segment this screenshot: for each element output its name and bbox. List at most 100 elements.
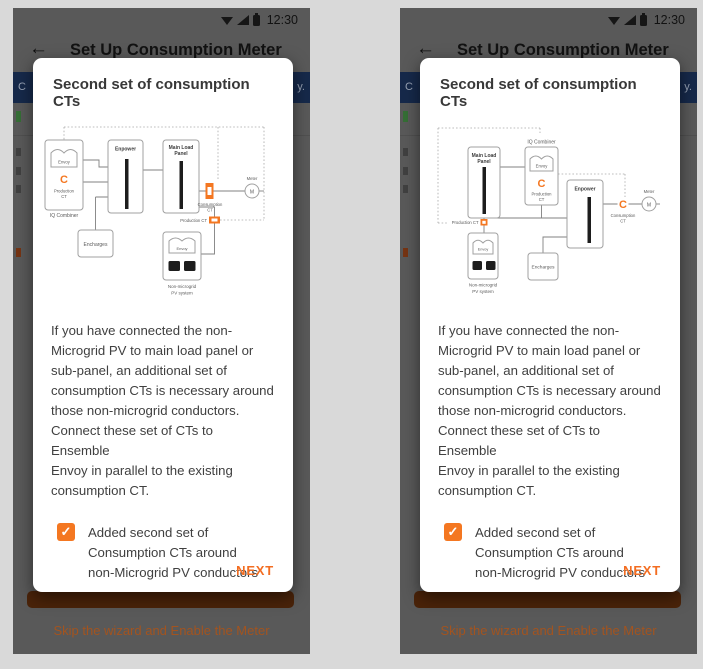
- svg-text:Envoy: Envoy: [478, 248, 489, 252]
- pv-system-box: [467, 232, 499, 280]
- banner-text-fragment-left: C: [405, 81, 413, 93]
- battery-icon: [639, 13, 647, 26]
- svg-text:Envoy: Envoy: [58, 160, 71, 165]
- svg-text:Envoy: Envoy: [536, 164, 549, 169]
- envoy-box: [472, 239, 494, 255]
- banner-text-fragment-left: C: [18, 81, 26, 93]
- next-button[interactable]: NEXT: [623, 563, 661, 578]
- cellular-signal-icon: [236, 15, 249, 25]
- checkbox-label: Added second set of Consumption CTs arou…: [88, 525, 259, 580]
- encharges-box: [527, 252, 559, 281]
- enpower-box: [566, 179, 604, 249]
- pv-module-icon: [486, 261, 496, 270]
- wiring-diagram-variant-a: Envoy C Production CT IQ Combiner Enpowe…: [44, 126, 265, 296]
- svg-text:CT: CT: [61, 194, 67, 199]
- svg-text:Production CT: Production CT: [452, 220, 479, 225]
- svg-text:Panel: Panel: [174, 151, 188, 157]
- svg-text:Enpower: Enpower: [574, 187, 595, 193]
- back-arrow-icon[interactable]: ←: [416, 38, 435, 59]
- svg-text:Main Load: Main Load: [169, 145, 194, 151]
- pv-module-icon: [184, 261, 196, 271]
- svg-text:Production CT: Production CT: [180, 218, 207, 223]
- svg-text:Non-microgrid: Non-microgrid: [168, 284, 197, 289]
- svg-text:CT: CT: [539, 197, 545, 202]
- svg-text:Panel: Panel: [477, 159, 491, 165]
- status-time: 12:30: [653, 13, 685, 27]
- banner-text-fragment-right: y.: [297, 81, 305, 93]
- checkbox-row: ✓ Added second set of Consumption CTs ar…: [57, 523, 273, 583]
- ct-symbols: [480, 198, 629, 226]
- second-ct-dialog: Second set of consumption CTs: [420, 58, 680, 592]
- ct-clamp-glyph: C: [619, 199, 627, 211]
- svg-text:CT: CT: [620, 219, 626, 224]
- dimmed-green-status-fragment: [403, 111, 408, 122]
- added-cts-checkbox[interactable]: ✓: [57, 523, 75, 541]
- diagram-labels: Main Load Panel Production CT Envoy Non-…: [452, 140, 655, 295]
- diagram-labels: Envoy C Production CT IQ Combiner Enpowe…: [50, 145, 258, 296]
- envoy-box: [50, 149, 78, 168]
- encharges-box: [77, 229, 114, 258]
- checkbox-label: Added second set of Consumption CTs arou…: [475, 525, 646, 580]
- pv-module-icon: [168, 261, 180, 271]
- page-title: Set Up Consumption Meter: [70, 41, 282, 59]
- busbars-and-panels: [125, 159, 196, 271]
- banner-text-fragment-right: y.: [684, 81, 692, 93]
- svg-text:Encharges: Encharges: [532, 265, 556, 271]
- dimmed-list-fragment: [16, 148, 21, 156]
- dimmed-orange-status-fragment: [16, 248, 21, 257]
- back-arrow-icon[interactable]: ←: [29, 38, 48, 59]
- svg-text:Envoy: Envoy: [176, 246, 187, 251]
- meter-circle: [641, 196, 657, 212]
- svg-text:Main Load: Main Load: [472, 153, 497, 159]
- page-title: Set Up Consumption Meter: [457, 41, 669, 59]
- check-icon: ✓: [60, 524, 72, 539]
- dimmed-list-fragment: [403, 148, 408, 156]
- svg-text:M: M: [250, 190, 254, 196]
- svg-text:Consumption: Consumption: [198, 202, 223, 207]
- svg-text:Non-microgrid: Non-microgrid: [469, 283, 498, 288]
- status-time: 12:30: [266, 13, 298, 27]
- dimmed-green-status-fragment: [16, 111, 21, 122]
- svg-text:PV system: PV system: [171, 291, 193, 296]
- phone-screen-right: 12:30 ← Set Up Consumption Meter C y. Sk…: [400, 8, 697, 654]
- dialog-title: Second set of consumption CTs: [53, 76, 250, 110]
- svg-text:Consumption: Consumption: [611, 213, 636, 218]
- dimmed-primary-button: [414, 591, 681, 608]
- envoy-box: [529, 155, 554, 172]
- svg-text:Meter: Meter: [247, 176, 258, 181]
- skip-wizard-link[interactable]: Skip the wizard and Enable the Meter: [53, 623, 270, 638]
- dimmed-list-fragment: [16, 185, 21, 193]
- status-bar: 12:30: [607, 13, 685, 27]
- phone-screen-left: 12:30 ← Set Up Consumption Meter C y. Sk…: [13, 8, 310, 654]
- svg-text:CT: CT: [207, 208, 213, 213]
- ct-sense-dotted-lines: [437, 127, 626, 224]
- svg-text:IQ Combiner: IQ Combiner: [50, 213, 79, 219]
- added-cts-checkbox[interactable]: ✓: [444, 523, 462, 541]
- skip-wizard-link[interactable]: Skip the wizard and Enable the Meter: [440, 623, 657, 638]
- dimmed-orange-status-fragment: [403, 248, 408, 257]
- wifi-icon: [220, 17, 233, 25]
- cellular-signal-icon: [623, 15, 636, 25]
- meter-circle: [244, 183, 260, 199]
- ct-sense-dotted-lines: [63, 126, 265, 221]
- second-ct-dialog: Second set of consumption CTs: [33, 58, 293, 592]
- wiring-diagram-variant-b: Main Load Panel Production CT Envoy Non-…: [437, 127, 660, 295]
- envoy-box: [168, 237, 196, 254]
- wifi-icon: [607, 17, 620, 25]
- svg-text:PV system: PV system: [472, 289, 494, 294]
- dimmed-list-fragment: [16, 167, 21, 175]
- svg-text:M: M: [647, 203, 651, 209]
- diagram-boxes: [44, 139, 260, 281]
- dimmed-list-fragment: [403, 167, 408, 175]
- next-button[interactable]: NEXT: [236, 563, 274, 578]
- pv-module-icon: [472, 261, 482, 270]
- check-icon: ✓: [447, 524, 459, 539]
- dialog-body-text: If you have connected the non- Microgrid…: [438, 323, 661, 498]
- svg-text:Production: Production: [531, 192, 552, 197]
- ct-clamp-glyph: C: [60, 174, 68, 186]
- svg-text:Meter: Meter: [644, 189, 655, 194]
- svg-text:IQ Combiner: IQ Combiner: [527, 140, 556, 146]
- svg-text:Production: Production: [54, 189, 75, 194]
- pv-system-box: [162, 231, 202, 281]
- svg-text:Enpower: Enpower: [115, 147, 136, 153]
